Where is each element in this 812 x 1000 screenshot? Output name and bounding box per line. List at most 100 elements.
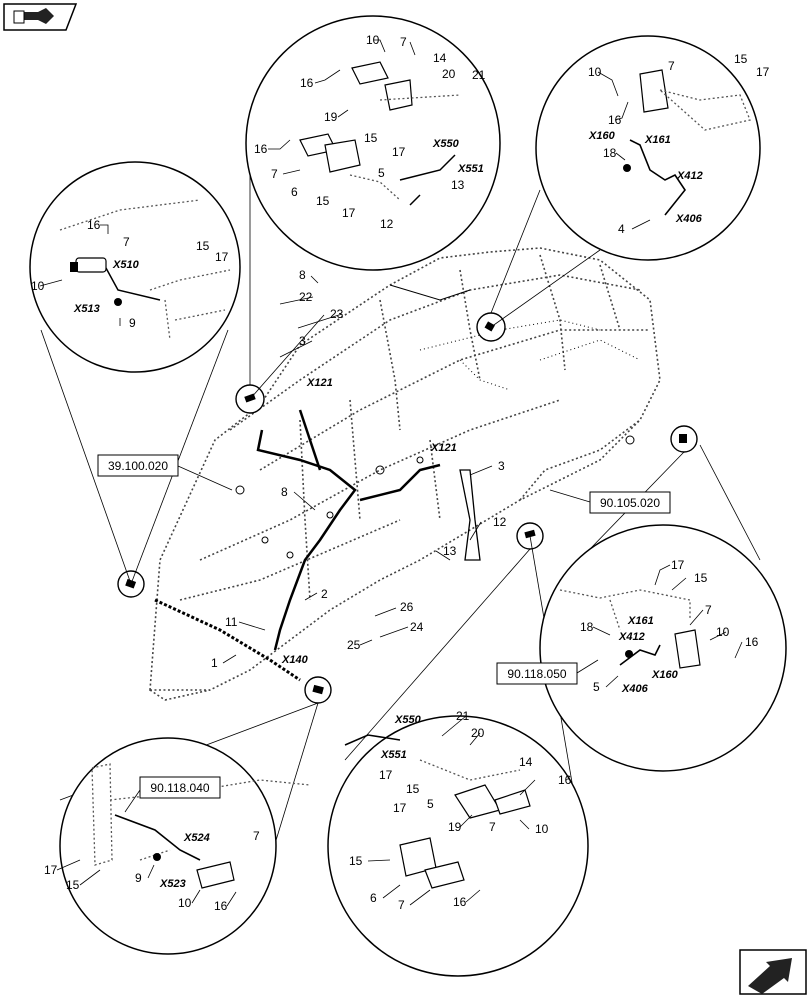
callout: 15 [734, 52, 748, 66]
frame-detail-lines [235, 284, 641, 559]
callout: 15 [196, 239, 210, 253]
book-arrow-icon[interactable] [3, 3, 78, 31]
right-panel [459, 469, 481, 561]
connector-label: X140 [281, 654, 309, 666]
svg-text:90.105.020: 90.105.020 [600, 496, 660, 510]
callout: 7 [123, 235, 130, 249]
callout: 24 [410, 620, 424, 634]
reference-box-90118050[interactable]: 90.118.050 [496, 662, 578, 685]
callout: 7 [253, 829, 260, 843]
callout: 26 [400, 600, 414, 614]
connector-label: X550 [432, 138, 460, 150]
connector-label: X513 [73, 303, 100, 315]
callout: 11 [225, 615, 238, 629]
callout: 15 [694, 571, 708, 585]
callout: 17 [392, 145, 406, 159]
callout: 10 [31, 279, 45, 293]
callout: 12 [380, 217, 394, 231]
callout: 21 [456, 709, 470, 723]
connector-label: X121 [306, 377, 333, 389]
connector-label: X161 [627, 615, 654, 627]
callout: 6 [291, 185, 298, 199]
magnified-view-top-right [535, 35, 761, 261]
callout: 9 [135, 871, 142, 885]
callout: 16 [453, 895, 467, 909]
machine-frame [149, 247, 661, 701]
next-page-arrow-icon[interactable] [739, 949, 807, 995]
connector-label: X412 [676, 170, 703, 182]
callout: 7 [400, 35, 407, 49]
connector-label: X523 [159, 878, 186, 890]
callout: 7 [398, 898, 405, 912]
callout: 15 [349, 854, 363, 868]
callout: 1 [211, 656, 218, 670]
callout: 15 [66, 878, 80, 892]
callout: 20 [442, 67, 456, 81]
callout: 17 [215, 250, 229, 264]
callout: 19 [448, 820, 462, 834]
callout: 10 [588, 65, 602, 79]
callout: 9 [129, 316, 136, 330]
svg-text:39.100.020: 39.100.020 [108, 459, 168, 473]
callout: 2 [321, 587, 328, 601]
callout: 6 [370, 891, 377, 905]
callout: 12 [493, 515, 507, 529]
connector-label: X406 [621, 683, 649, 695]
reference-box-90105020[interactable]: 90.105.020 [589, 491, 671, 514]
callout: 13 [443, 544, 457, 558]
callout: 16 [214, 899, 228, 913]
callout: 18 [580, 620, 594, 634]
callout: 16 [300, 76, 314, 90]
callout: 8 [281, 485, 288, 499]
svg-text:90.118.040: 90.118.040 [150, 781, 209, 795]
wire-harness [256, 409, 441, 651]
connector-labels: X510 X513 X550 X551 X160 X161 X412 X406 … [73, 130, 703, 890]
callout: 15 [406, 782, 420, 796]
callout: 21 [472, 68, 486, 82]
magnified-view-top-center [245, 15, 501, 271]
magnified-view-bottom-center [327, 715, 589, 977]
part-callouts: 16 7 15 17 10 9 10 7 1 4 16 20 21 19 15 1… [31, 33, 770, 913]
callout: 15 [364, 131, 378, 145]
connector-label: X121 [430, 442, 457, 454]
reference-box-90118040[interactable]: 90.118.040 [139, 776, 221, 799]
callout: 17 [393, 801, 407, 815]
connector-label: X412 [618, 631, 645, 643]
callout: 16 [558, 773, 572, 787]
callout: 5 [593, 680, 600, 694]
connector-label: X510 [112, 259, 140, 271]
callout: 23 [330, 307, 344, 321]
svg-text:90.118.050: 90.118.050 [507, 667, 566, 681]
magnified-view-bottom-left [59, 737, 311, 955]
callout: 15 [316, 194, 330, 208]
callout: 19 [324, 110, 338, 124]
callout: 16 [254, 142, 268, 156]
callout: 5 [427, 797, 434, 811]
connector-label: X524 [183, 832, 210, 844]
callout: 17 [44, 863, 58, 877]
callout: 17 [379, 768, 393, 782]
callout: 22 [299, 290, 313, 304]
magnified-view-right [539, 524, 787, 772]
connector-label: X161 [644, 134, 671, 146]
callout: 25 [347, 638, 361, 652]
callout: 18 [603, 146, 617, 160]
callout: 16 [745, 635, 759, 649]
callout: 17 [671, 558, 685, 572]
callout: 10 [535, 822, 549, 836]
callout: 4 [618, 222, 625, 236]
callout: 10 [366, 33, 380, 47]
reference-box-39100020[interactable]: 39.100.020 [97, 454, 179, 477]
connector-label: X551 [457, 163, 484, 175]
callout: 7 [489, 820, 496, 834]
callout: 17 [756, 65, 770, 79]
callout: 16 [87, 218, 101, 232]
callout-leaders [39, 39, 743, 907]
callout: 16 [608, 113, 622, 127]
callout: 10 [716, 625, 730, 639]
callout: 8 [299, 268, 306, 282]
callout: 7 [271, 167, 278, 181]
callout: 3 [498, 459, 505, 473]
callout: 7 [705, 603, 712, 617]
